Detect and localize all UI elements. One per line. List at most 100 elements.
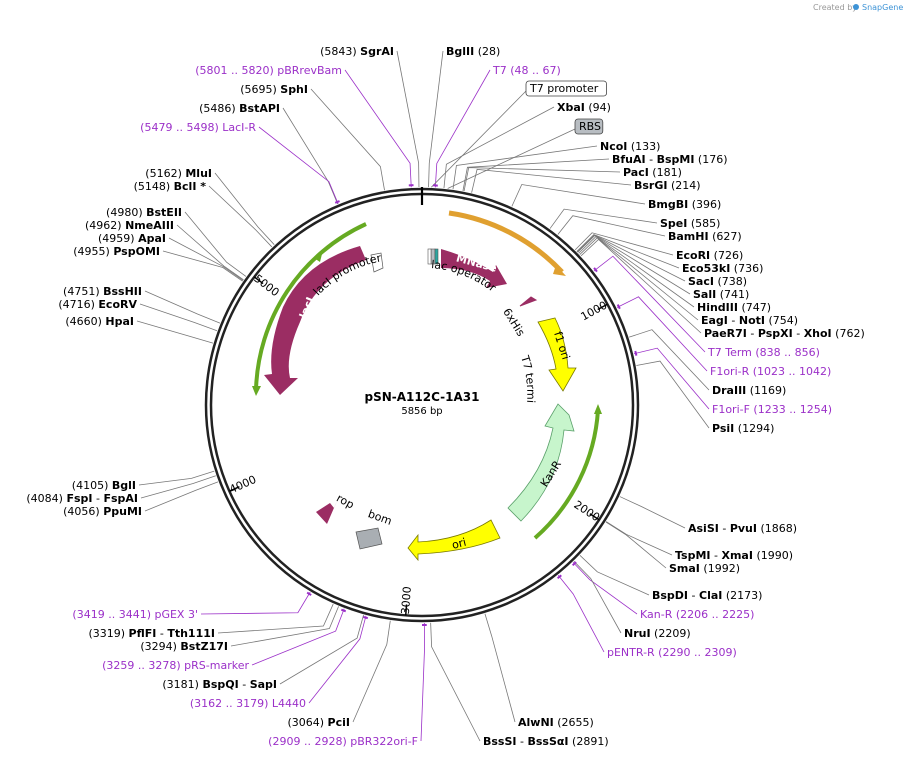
site-label-prs-marker: (3259 .. 3278) pRS-marker [102,659,249,672]
site-label-laci-r: (5479 .. 5498) LacI-R [140,121,256,134]
leader-line [448,129,575,189]
site-label-l4440: (3162 .. 3179) L4440 [190,697,306,710]
site-label-pentr-r: pENTR-R (2290 .. 2309) [607,646,737,659]
site-label-nmeaiii: (4962) NmeAIII [85,219,174,232]
leader-line [145,482,218,511]
site-label-kan-r: Kan-R (2206 .. 2225) [640,608,754,621]
site-label-hpai: (4660) HpaI [65,315,134,328]
leader-line [575,233,673,255]
primer-mark [363,617,368,618]
tick-label: 3000 [399,586,414,615]
site-label-t7term: T7 Term (838 .. 856) [707,346,820,359]
leader-line [137,321,213,343]
site-label-bamhi: BamHI (627) [668,230,742,243]
feature-f1ori[interactable]: f1 ori [538,318,576,391]
site-label-spei: SpeI (585) [660,217,720,230]
bom-block [356,528,382,549]
primer-mark [335,201,339,203]
leader-line [558,575,604,652]
site-label-sphi: (5695) SphI [240,83,308,96]
bom-label: bom [366,507,393,528]
site-label-nrui: NruI (2209) [624,627,691,640]
site-label-saci: SacI (738) [688,275,747,288]
primer-mark [307,593,311,595]
leader-line [259,127,338,204]
site-label-t7: T7 (48 .. 67) [492,64,561,77]
leader-line [353,621,390,722]
primer-mark [341,610,345,612]
laci-promoter-arc-head-bottom [252,386,261,396]
site-label-fspi: (4084) FspI - FspAI [26,492,138,505]
primer-mark [618,305,620,309]
site-label-pcii: (3064) PciI [287,716,350,729]
leader-line [550,209,657,228]
leader-line [218,604,333,633]
site-label-ppumi: (4056) PpuMI [63,505,142,518]
site-label-xbai: XbaI (94) [557,101,611,114]
site-label-bsrgi: BsrGI (214) [634,179,701,192]
leader-line [185,212,246,276]
leader-line [512,185,645,207]
credit-prefix: Created by [813,3,857,12]
site-label-draiii: DraIII (1169) [712,384,786,397]
leader-line [311,89,385,190]
plasmid-name: pSN-A112C-1A31 [365,390,480,404]
feature-box-label-rbs: RBS [579,120,601,133]
feature-ori[interactable]: ori [408,520,500,560]
leader-line [558,216,665,236]
backbone-outer [206,189,638,621]
site-label-pgex3: (3419 .. 3441) pGEX 3' [72,608,198,621]
site-label-mlui: (5162) MluI [145,167,212,180]
rop-label: rop [334,492,356,512]
leader-line [617,297,707,371]
site-label-pflfi: (3319) PflFI - Tth111I [88,627,215,640]
site-label-bmgbi: BmgBI (396) [648,198,721,211]
leader-line [139,471,214,485]
t7-promoter-block [428,249,431,264]
feature-box-label-t7promoter: T7 promoter [529,82,599,95]
site-label-hindiii: HindIII (747) [697,301,771,314]
site-label-asisi: AsiSI - PvuI (1868) [688,522,797,535]
leader-line [620,497,685,528]
leader-line [309,616,366,703]
credit-brand: SnapGene [862,3,903,12]
site-label-pbr322ori-f: (2909 .. 2928) pBR322ori-F [268,735,418,748]
leader-line [606,522,672,555]
site-label-bglii: BglII (28) [446,45,500,58]
site-label-bsshii: (4751) BssHII [63,285,142,298]
leader-line [636,361,709,428]
site-label-pbrrevbam: (5801 .. 5820) pBRrevBam [195,64,342,77]
his6-arrow [520,297,536,306]
leader-line [444,107,554,188]
site-label-bsteii: (4980) BstEII [106,206,182,219]
leader-line [177,225,244,280]
site-label-bfuai: BfuAI - BspMI (176) [612,153,728,166]
tick-label: 2000 [571,498,602,524]
feature-bom[interactable]: bom [356,507,394,549]
leader-line [429,51,443,187]
tick-label: 1000 [579,299,610,324]
site-label-smai: SmaI (1992) [669,562,740,575]
leader-line [580,555,649,595]
primer-mark [594,268,597,272]
snapgene-logo-icon [853,4,859,10]
site-label-bstz17i: (3294) BstZ17I [140,640,228,653]
t7-terminator-label: T7 terminator [0,0,537,403]
site-label-bcli: (5148) BclI * [134,180,207,193]
leader-line [397,51,419,187]
site-label-ecorv: (4716) EcoRV [58,298,137,311]
site-label-tspmi: TspMI - XmaI (1990) [675,549,793,562]
leader-line [283,108,338,204]
site-label-sali: SalI (741) [693,288,749,301]
his6-label: 6xHis [500,306,527,339]
leader-line [215,173,274,245]
site-label-alwni: AlwNI (2655) [518,716,594,729]
site-label-psii: PsiI (1294) [712,422,774,435]
leader-line [209,186,272,247]
site-label-pspomi: (4955) PspOMI [73,245,160,258]
leader-line [421,623,425,741]
leader-line [606,522,666,568]
feature-rop[interactable]: rop [316,492,356,524]
